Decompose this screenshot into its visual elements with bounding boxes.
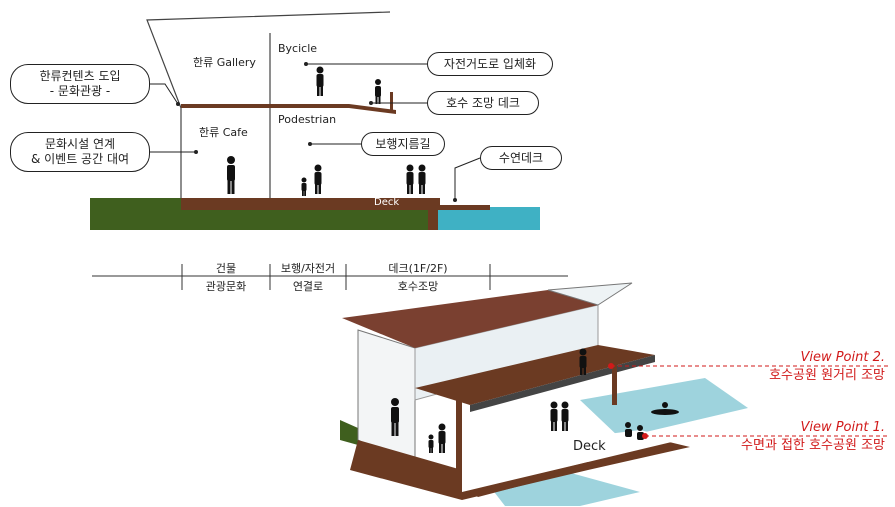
person-icon — [316, 66, 324, 96]
label-gallery: 한류 Gallery — [193, 56, 256, 69]
person-icon — [438, 423, 446, 453]
kayak-icon — [651, 409, 679, 415]
label-deck-perspective: Deck — [573, 439, 606, 454]
person-icon — [550, 401, 558, 431]
floor-slab-2f — [181, 104, 349, 108]
person-icon — [428, 434, 434, 453]
bike-ramp — [349, 104, 396, 114]
zone-path-bottom: 연결로 — [292, 280, 324, 293]
zone-building-top: 건물 — [215, 262, 237, 275]
label-deck-section: Deck — [374, 197, 400, 208]
person-icon — [375, 79, 381, 104]
callout-cultural-link-sub: & 이벤트 공간 대여 — [30, 152, 130, 166]
person-icon — [579, 348, 587, 375]
callout-bike-grade: 자전거도로 입체화 — [427, 52, 553, 76]
callout-hallyu-content-text: 한류컨텐츠 도입 — [39, 69, 121, 83]
step — [470, 462, 596, 497]
upper-deck-rail — [470, 355, 655, 412]
zone-deck-bottom: 호수조망 — [397, 280, 439, 293]
ground-plane — [340, 420, 358, 445]
water-plane — [580, 378, 748, 438]
person-icon — [418, 164, 426, 194]
section-drawing — [90, 11, 540, 230]
label-pedestrian: Podestrian — [278, 113, 337, 126]
view-point-2-title: View Point 2. — [800, 350, 885, 365]
upper-deck — [415, 345, 655, 405]
callout-lake-deck: 호수 조망 데크 — [427, 91, 539, 115]
zone-table-lines — [92, 264, 568, 290]
person-icon — [561, 401, 569, 431]
label-cafe: 한류 Cafe — [199, 126, 248, 139]
view-point-2-desc: 호수공원 원거리 조망 — [769, 368, 885, 383]
label-bicycle: Bycicle — [278, 42, 318, 55]
callout-hallyu-content: 한류컨텐츠 도입 - 문화관광 - — [10, 64, 150, 104]
view-point-1-desc: 수면과 접한 호수공원 조망 — [741, 438, 885, 453]
roof-canopy — [547, 282, 633, 306]
person-icon — [406, 164, 414, 194]
building-outline — [146, 11, 391, 198]
perspective-drawing — [340, 282, 888, 506]
water-section — [438, 207, 540, 230]
callout-water-deck: 수연데크 — [480, 146, 562, 170]
column — [456, 400, 462, 470]
person-icon — [637, 425, 644, 440]
zone-deck-top: 데크(1F/2F) — [388, 262, 448, 275]
lower-deck-top — [462, 430, 680, 492]
leader-line — [454, 157, 481, 200]
callout-cultural-link-text: 문화시설 연계 — [44, 137, 116, 151]
callout-cultural-link: 문화시설 연계 & 이벤트 공간 대여 — [10, 132, 150, 172]
leader-line — [150, 83, 179, 105]
deck-slab — [181, 198, 490, 230]
column — [612, 362, 617, 405]
person-icon — [391, 398, 399, 436]
deck-railing — [390, 92, 393, 112]
roof — [342, 290, 598, 348]
view-point-1-title: View Point 1. — [800, 420, 885, 435]
callout-walk-path: 보행지름길 — [361, 132, 445, 156]
zone-building-bottom: 관광문화 — [205, 280, 247, 293]
person-icon — [314, 164, 322, 194]
person-icon — [625, 422, 632, 437]
zone-path-top: 보행/자전거 — [280, 262, 336, 275]
person-icon — [301, 177, 307, 196]
person-icon — [227, 156, 235, 194]
callout-hallyu-content-sub: - 문화관광 - — [49, 84, 111, 98]
